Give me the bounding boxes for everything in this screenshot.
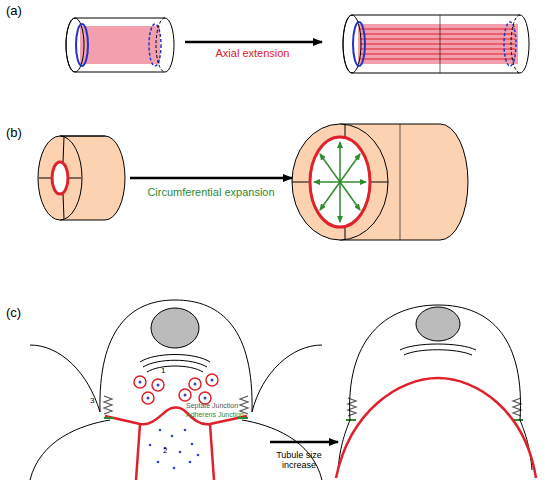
pink-tube bbox=[80, 26, 160, 64]
lumen-ring bbox=[52, 162, 68, 194]
vesicles bbox=[134, 374, 218, 404]
long-cylinder bbox=[343, 15, 529, 73]
expanded-cell bbox=[338, 305, 532, 470]
lumen-ring bbox=[310, 137, 370, 227]
process-arrow bbox=[130, 177, 292, 180]
nucleus bbox=[151, 308, 199, 348]
apical-membrane bbox=[336, 378, 536, 478]
blue-ring bbox=[76, 24, 88, 66]
nucleus bbox=[416, 307, 460, 341]
text-label: Adherens Junction bbox=[186, 411, 276, 419]
apical-membrane bbox=[105, 408, 247, 480]
text-label: 1 bbox=[161, 366, 173, 375]
text-label: Circumferential expansion bbox=[130, 186, 292, 199]
text-label: Axial extension bbox=[190, 47, 315, 60]
expansion-arrows bbox=[314, 142, 366, 222]
small-disk bbox=[38, 136, 125, 220]
text-label: (a) bbox=[6, 4, 36, 19]
text-label: 2 bbox=[163, 446, 175, 455]
adherens-junction bbox=[104, 418, 523, 420]
short-cylinder bbox=[66, 18, 174, 72]
septate-junction bbox=[104, 396, 521, 416]
large-disk bbox=[292, 124, 468, 240]
text-label: (c) bbox=[6, 306, 36, 321]
process-arrow bbox=[270, 441, 338, 444]
blue-ring-dashed bbox=[149, 24, 161, 66]
text-label: 3 bbox=[90, 396, 102, 405]
text-label: Septate Junction bbox=[186, 402, 276, 410]
text-label: (b) bbox=[6, 126, 36, 141]
text-label: Tubule size increase bbox=[268, 450, 330, 471]
golgi bbox=[140, 355, 210, 373]
process-arrow bbox=[185, 41, 322, 44]
